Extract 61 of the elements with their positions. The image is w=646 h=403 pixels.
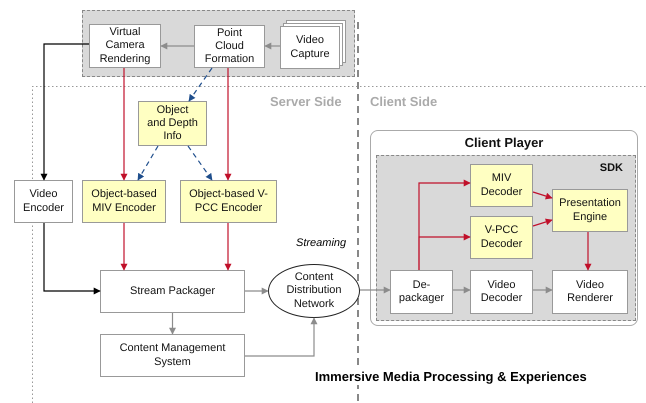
arrow bbox=[224, 223, 232, 271]
process-box bbox=[100, 334, 245, 377]
region-label: Client Side bbox=[370, 94, 438, 109]
region-label: Server Side bbox=[270, 94, 342, 109]
node-label: Content Management System bbox=[118, 342, 226, 369]
arrow bbox=[264, 42, 280, 50]
client-player-panel bbox=[370, 130, 638, 326]
arrow bbox=[533, 286, 553, 294]
arrow bbox=[188, 146, 212, 181]
arrow bbox=[532, 218, 553, 227]
node-label: Virtual Camera Rendering bbox=[98, 26, 152, 66]
node-label: Video Decoder bbox=[480, 278, 524, 306]
arrow bbox=[120, 68, 128, 181]
arrow bbox=[120, 223, 128, 271]
arrow bbox=[360, 286, 391, 294]
arrow bbox=[245, 288, 269, 294]
node-label: Stream Packager bbox=[130, 284, 215, 298]
arrow bbox=[137, 146, 159, 181]
panel-title: SDK bbox=[600, 162, 623, 176]
arrow bbox=[43, 223, 101, 294]
node-label: V-PCC Decoder bbox=[480, 224, 524, 251]
arrow bbox=[224, 68, 232, 181]
node-label: De-packager bbox=[398, 278, 444, 306]
process-box bbox=[470, 164, 533, 207]
node-label: Point Cloud Formation bbox=[204, 26, 256, 66]
process-box bbox=[552, 270, 628, 314]
network-ellipse bbox=[268, 264, 360, 318]
arrow bbox=[40, 43, 89, 181]
panel-title: Client Player bbox=[464, 135, 544, 151]
arrow bbox=[245, 317, 318, 357]
process-box bbox=[194, 25, 265, 68]
sdk-panel bbox=[376, 155, 636, 321]
arrow bbox=[160, 42, 194, 50]
stage-label: Streaming bbox=[296, 237, 346, 249]
arrow bbox=[453, 286, 471, 294]
capture-group-panel bbox=[82, 10, 355, 77]
arrow bbox=[532, 191, 553, 200]
node-label: Content Distribution Network bbox=[285, 271, 343, 311]
process-box bbox=[390, 270, 453, 314]
arrow bbox=[584, 232, 592, 271]
node-label: MIV Decoder bbox=[480, 172, 524, 199]
node-label: Object-based MIV Encoder bbox=[91, 188, 157, 215]
process-box bbox=[552, 189, 628, 232]
process-box bbox=[89, 24, 161, 68]
process-box bbox=[14, 180, 73, 223]
process-box bbox=[100, 270, 245, 313]
node-label: Video Encoder bbox=[23, 188, 64, 215]
arrow bbox=[188, 68, 212, 102]
diagram-caption: Immersive Media Processing & Experiences bbox=[313, 368, 589, 385]
arrow bbox=[418, 234, 471, 270]
process-box bbox=[470, 216, 533, 259]
node-label: Object and Depth Info bbox=[147, 104, 198, 144]
process-box bbox=[138, 101, 207, 146]
process-box bbox=[470, 270, 533, 314]
node-label: Video Renderer bbox=[566, 278, 614, 306]
node-label: Video Capture bbox=[289, 34, 331, 61]
node-label: Presentation Engine bbox=[559, 197, 621, 224]
process-box bbox=[82, 180, 166, 223]
process-box bbox=[180, 180, 277, 223]
node-label: Object-based V-PCC Encoder bbox=[189, 188, 268, 215]
arrow bbox=[169, 313, 176, 335]
